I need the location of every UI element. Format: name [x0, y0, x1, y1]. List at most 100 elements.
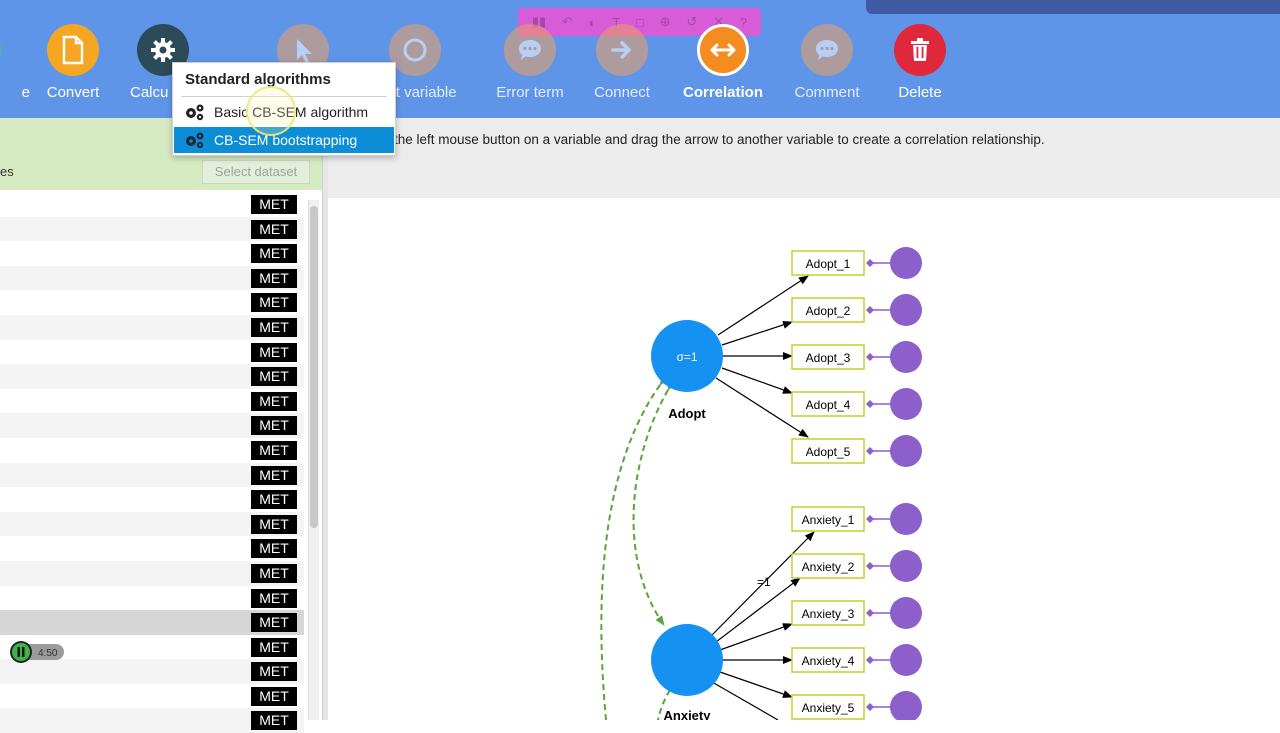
annotation-tool-icon[interactable]: ⊕	[659, 14, 671, 29]
trash-icon	[894, 24, 946, 76]
indicator-row[interactable]: MET	[0, 586, 304, 611]
indicator-box[interactable]	[791, 600, 865, 626]
tool-delete[interactable]: Delete	[865, 24, 975, 101]
error-terms[interactable]	[866, 247, 922, 720]
met-badge: MET	[251, 662, 297, 682]
error-term[interactable]	[866, 644, 922, 676]
indicator-box[interactable]	[791, 506, 865, 532]
met-badge: MET	[251, 539, 297, 559]
tool-comment-label: Comment	[794, 84, 860, 101]
met-badge: MET	[251, 588, 297, 608]
indicator-box[interactable]	[791, 438, 865, 464]
recording-time: 4:50	[38, 648, 58, 659]
error-term[interactable]	[866, 247, 922, 279]
tool-partial-icon	[0, 24, 1, 76]
indicator-box[interactable]	[791, 297, 865, 323]
error-term[interactable]	[866, 388, 922, 420]
indicator-box[interactable]	[791, 647, 865, 673]
tool-partial[interactable]: e	[0, 24, 30, 101]
indicator-row[interactable]: MET	[0, 462, 304, 488]
tool-connect[interactable]: Connect	[567, 24, 677, 101]
indicator-row[interactable]: MET	[0, 340, 304, 365]
tool-latent-variable[interactable]: nt variable	[360, 24, 470, 101]
indicator-label: Anxiety_4	[802, 654, 855, 668]
speech-bubble-icon	[504, 24, 556, 76]
indicator-row[interactable]: MET	[0, 241, 304, 266]
indicator-row[interactable]: MET	[0, 487, 304, 512]
error-term[interactable]	[866, 435, 922, 467]
indicator-row[interactable]: MET	[0, 684, 304, 709]
met-badge: MET	[251, 465, 297, 485]
indicator-box[interactable]	[791, 391, 865, 417]
indicator-row[interactable]: MET	[0, 511, 304, 537]
annotation-tool-icon[interactable]: T	[612, 14, 621, 30]
indicator-row[interactable]: MET	[0, 364, 304, 389]
comment-icon	[801, 24, 853, 76]
indicator-row[interactable]: MET	[0, 536, 304, 561]
error-term[interactable]	[866, 597, 922, 629]
indicator-row[interactable]: MET	[0, 438, 304, 463]
indicator-row[interactable]: MET	[0, 659, 304, 684]
met-badge: MET	[251, 268, 297, 288]
met-badge: MET	[251, 219, 297, 239]
latent-adopt-label: Adopt	[668, 406, 706, 421]
error-term[interactable]	[866, 503, 922, 535]
correlation-arc-outer[interactable]	[600, 375, 669, 720]
tool-connect-label: Connect	[594, 84, 650, 101]
indicator-row[interactable]: MET	[0, 290, 304, 315]
tool-comment[interactable]: Comment	[772, 24, 882, 101]
adopt-loadings[interactable]	[715, 275, 809, 438]
indicator-row[interactable]: MET	[0, 635, 304, 660]
indicator-row[interactable]: MET	[0, 610, 304, 635]
tool-calculate[interactable]: Calcu	[108, 24, 218, 101]
indicator-box[interactable]	[791, 344, 865, 370]
indicator-scrollbar[interactable]	[308, 200, 319, 720]
adopt-indicators[interactable]: Adopt_1 Adopt_2 Adopt_3 Adopt_4 Adopt_5	[791, 250, 865, 464]
annotation-tool-icon[interactable]: ✕	[713, 14, 724, 29]
error-term[interactable]	[866, 550, 922, 582]
indicator-row[interactable]: MET	[0, 413, 304, 438]
latent-adopt[interactable]	[651, 320, 723, 392]
pane-divider[interactable]	[322, 118, 329, 720]
indicator-row[interactable]: MET	[0, 216, 304, 242]
indicator-row[interactable]: MET	[0, 314, 304, 340]
met-badge: MET	[251, 686, 297, 706]
anxiety-indicators[interactable]: Anxiety_1 Anxiety_2 Anxiety_3 Anxiety_4 …	[791, 506, 865, 720]
indicator-row[interactable]: MET	[0, 560, 304, 586]
instruction-bar: the left mouse button on a variable and …	[328, 118, 1280, 198]
tool-error-term[interactable]: Error term	[475, 24, 585, 101]
tool-correlation[interactable]: Correlation	[668, 24, 778, 101]
latent-anxiety[interactable]	[651, 624, 723, 696]
correlation-arc[interactable]	[632, 380, 676, 626]
error-term[interactable]	[866, 691, 922, 720]
tool-convert[interactable]: Convert	[18, 24, 128, 101]
annotation-tool-icon[interactable]: ↺	[686, 14, 698, 29]
annotation-tool-icon[interactable]: □	[636, 14, 644, 30]
recording-badge[interactable]: 4:50	[8, 640, 66, 664]
gears-icon	[186, 104, 204, 121]
annotation-tool-icon[interactable]: ?	[739, 14, 747, 30]
anxiety-loadings[interactable]	[711, 531, 815, 720]
error-term[interactable]	[866, 341, 922, 373]
annotation-tool-icon[interactable]: ↶	[561, 14, 573, 29]
met-badge: MET	[251, 244, 297, 264]
indicator-box[interactable]	[791, 694, 865, 720]
select-dataset-button[interactable]: Select dataset	[202, 160, 310, 184]
document-icon	[47, 24, 99, 76]
met-badge: MET	[251, 490, 297, 510]
indicator-row[interactable]: MET	[0, 389, 304, 414]
correlation-arc-stub[interactable]	[657, 680, 679, 720]
indicator-row[interactable]: MET	[0, 265, 304, 291]
indicator-box[interactable]	[791, 553, 865, 579]
annotation-tool-icon[interactable]: ◐	[588, 14, 597, 30]
indicator-row[interactable]: MET	[0, 192, 304, 217]
met-badge: MET	[251, 613, 297, 633]
error-term[interactable]	[866, 294, 922, 326]
indicator-box[interactable]	[791, 250, 865, 276]
gears-icon	[186, 132, 204, 149]
met-badge: MET	[251, 391, 297, 411]
scrollbar-thumb[interactable]	[310, 206, 318, 528]
